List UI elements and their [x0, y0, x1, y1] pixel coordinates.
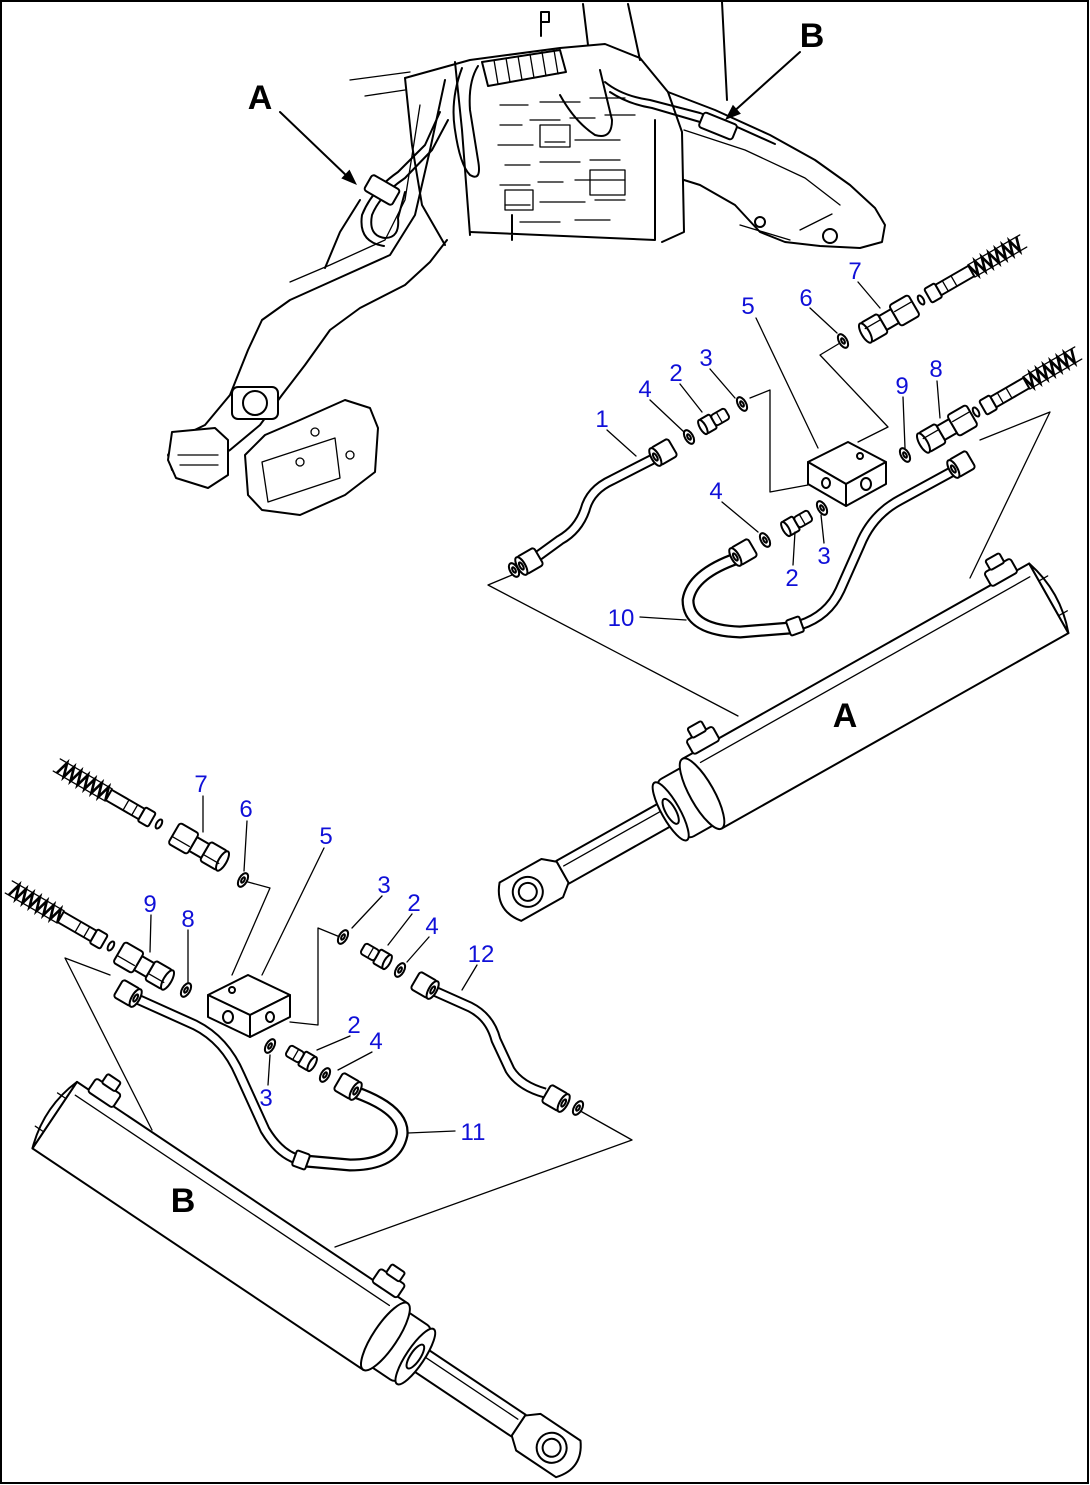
washer-part-4-a-lower: [756, 530, 774, 550]
part-number-3-a-lower: 3: [817, 543, 830, 570]
part-number-4-b-upper: 4: [425, 913, 438, 940]
callout-arrow-b: [725, 51, 801, 120]
washer-part-4-b-upper: [391, 960, 409, 980]
block-part-5-b: [207, 974, 291, 1038]
hose-end-b-upper: [51, 756, 167, 834]
part-number-3-b-upper: 3: [377, 872, 390, 899]
fitting-part-8-a: [913, 403, 979, 457]
tube-b-long: [112, 978, 302, 1166]
part-number-11-b: 11: [461, 1119, 486, 1146]
tube-a-long: [798, 449, 977, 631]
fitting-part-7-b: [167, 821, 233, 875]
part-number-6-b: 6: [239, 796, 252, 823]
part-number-2-a-lower: 2: [785, 565, 798, 592]
hose-end-b-lower: [3, 878, 119, 956]
part-number-3-b-lower: 3: [259, 1085, 272, 1112]
part-number-3-a-upper: 3: [699, 345, 712, 372]
fitting-part-7-a: [855, 293, 921, 347]
block-part-5-a: [807, 441, 887, 507]
part-number-5-b: 5: [319, 823, 332, 850]
tube-part-1: [505, 437, 679, 580]
washer-part-6-a: [834, 331, 852, 351]
hose-end-a-upper: [913, 232, 1029, 310]
part-number-2-a-upper: 2: [669, 360, 682, 387]
view-label-a: A: [833, 697, 858, 735]
washer-part-9-a: [896, 445, 914, 465]
washer-part-3-a-upper: [733, 394, 751, 414]
callout-label-b: B: [800, 17, 825, 55]
hose-part-11: [291, 1071, 409, 1172]
part-number-5-a: 5: [741, 293, 754, 320]
part-number-7-b: 7: [194, 771, 207, 798]
hose-part-10: [681, 537, 805, 639]
part-number-6-a: 6: [799, 285, 812, 312]
part-number-4-b-lower: 4: [369, 1028, 382, 1055]
part-number-7-a: 7: [848, 258, 861, 285]
part-number-4-a-lower: 4: [709, 478, 722, 505]
part-number-1-a: 1: [595, 406, 608, 433]
washer-part-8-b: [177, 980, 195, 1000]
detail-a-part-leaders: [606, 281, 941, 621]
backhoe-frame-overview: [167, 1, 886, 516]
hose-end-a-lower: [968, 344, 1084, 422]
part-number-10-a: 10: [608, 605, 635, 632]
washer-part-3-a-lower: [813, 498, 831, 518]
elbow-part-2-b-upper: [357, 940, 395, 972]
detail-a-leader-lines: [487, 342, 1051, 717]
view-label-b: B: [171, 1182, 196, 1220]
boom-cylinder-a: [470, 536, 1079, 942]
washer-part-3-b-lower: [261, 1036, 279, 1056]
boom-cylinder-b: [23, 1055, 613, 1485]
elbow-part-2-a-lower: [778, 507, 816, 539]
detail-b-part-leaders: [149, 795, 478, 1134]
part-number-9-b: 9: [143, 891, 156, 918]
callout-label-a: A: [248, 79, 273, 117]
washer-part-4-a-upper: [680, 427, 698, 447]
part-number-4-a-upper: 4: [638, 376, 651, 403]
tube-part-12: [409, 970, 587, 1118]
elbow-part-2-b-lower: [282, 1042, 320, 1074]
washer-part-3-b-upper: [334, 927, 352, 947]
callout-arrow-a: [279, 111, 357, 185]
washer-part-6-b: [234, 870, 252, 890]
part-number-8-b: 8: [181, 906, 194, 933]
part-number-12-b: 12: [468, 941, 495, 968]
detail-b-leader-lines: [64, 881, 633, 1248]
part-number-2-b-upper: 2: [407, 890, 420, 917]
washer-part-4-b-lower: [316, 1065, 334, 1085]
part-number-9-a: 9: [895, 373, 908, 400]
part-number-8-a: 8: [929, 356, 942, 383]
part-number-2-b-lower: 2: [347, 1012, 360, 1039]
